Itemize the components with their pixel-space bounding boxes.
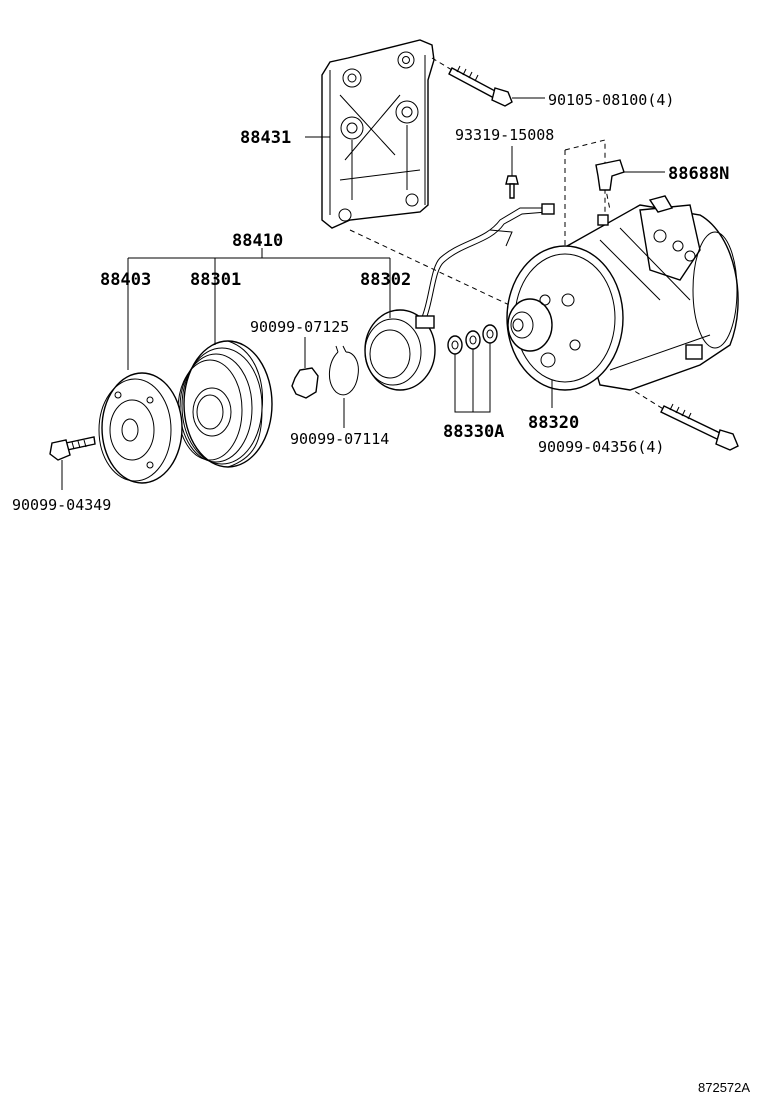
screw [505, 175, 519, 199]
label-compressor: 88320 [528, 413, 579, 433]
center-bolt [49, 436, 96, 461]
label-clutch-assy: 88410 [232, 231, 283, 251]
label-stator: 88302 [360, 270, 411, 290]
bolt-top [448, 65, 513, 107]
label-bolt-top: 90105-08100(4) [548, 91, 674, 109]
bolt-bottom [660, 403, 739, 451]
label-snap-ring: 90099-07114 [290, 430, 389, 448]
label-center-bolt: 90099-04349 [12, 496, 111, 514]
mounting-bracket [321, 39, 435, 229]
label-shims: 88330A [443, 422, 504, 442]
wire-harness [419, 203, 555, 325]
label-bracket: 88431 [240, 128, 291, 148]
pulley [177, 340, 273, 468]
label-bolt-bottom: 90099-04356(4) [538, 438, 664, 456]
field-coil [364, 309, 436, 391]
small-bracket [595, 159, 625, 191]
compressor [506, 195, 739, 391]
label-hub: 88403 [100, 270, 151, 290]
shim-plate [291, 367, 319, 399]
clutch-hub [98, 372, 183, 484]
shims [447, 324, 498, 355]
label-shim-plate: 90099-07125 [250, 318, 349, 336]
label-pulley: 88301 [190, 270, 241, 290]
reference-number: 872572A [698, 1080, 750, 1095]
leader-lines [127, 136, 553, 428]
label-screw: 93319-15008 [455, 126, 554, 144]
snap-ring [329, 345, 359, 396]
label-small-bracket: 88688N [668, 164, 729, 184]
